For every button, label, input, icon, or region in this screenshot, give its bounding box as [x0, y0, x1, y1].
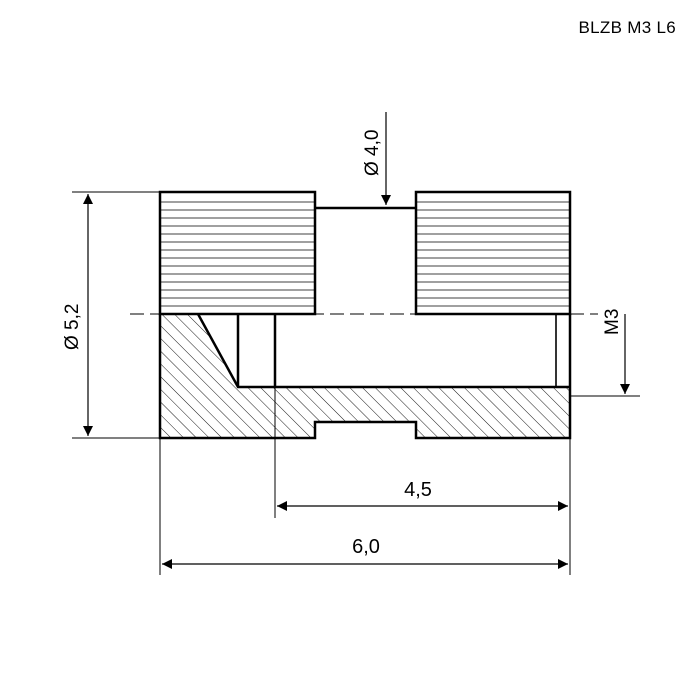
outer-diameter-dimension: Ø 5,2 — [62, 191, 160, 439]
bore-diameter-label: Ø 4,0 — [362, 130, 383, 176]
total-length-dimension: 6,0 — [162, 536, 568, 569]
thread-length-label: 4,5 — [404, 479, 432, 501]
knurl-right — [414, 190, 572, 316]
knurl-left — [158, 190, 317, 316]
outer-diameter-label: Ø 5,2 — [62, 304, 83, 350]
section-outline — [158, 314, 572, 440]
part-title: BLZB M3 L6 — [578, 18, 676, 37]
section-hatched-right — [275, 387, 570, 438]
total-length-label: 6,0 — [352, 536, 380, 558]
bore-diameter-dimension: Ø 4,0 — [362, 112, 391, 205]
thread-dimension: M3 — [570, 309, 640, 397]
thread-label: M3 — [602, 309, 623, 335]
section-hatched-left — [160, 314, 275, 438]
thread-length-dimension: 4,5 — [277, 479, 568, 511]
bore-outline — [196, 313, 570, 389]
